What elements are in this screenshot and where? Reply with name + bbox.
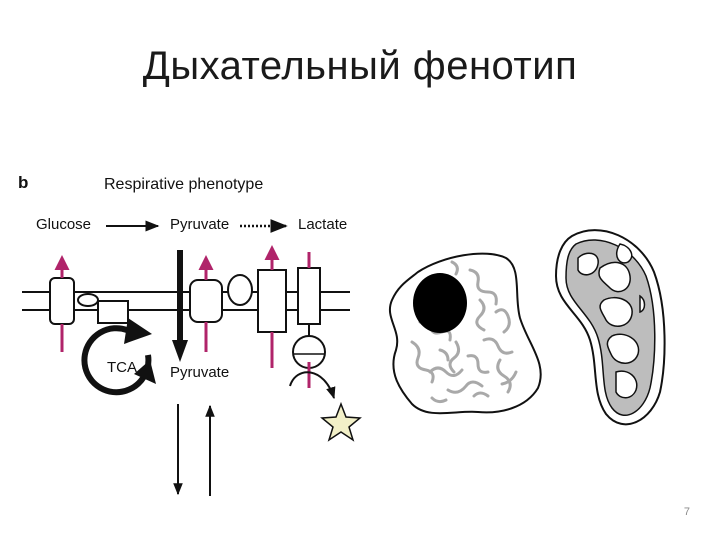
- nucleus: [413, 273, 467, 333]
- star-icon: [320, 401, 362, 442]
- tca-cycle: TCA: [81, 318, 156, 396]
- transporter-three: [257, 269, 287, 333]
- diagram-heading: Respirative phenotype: [104, 176, 263, 193]
- glucose-label: Glucose: [36, 216, 91, 233]
- cell-outline: [389, 252, 542, 415]
- curved-arrow-to-star: [289, 371, 336, 400]
- cell-membrane: [22, 291, 350, 311]
- membrane-oval-large: [227, 274, 253, 306]
- panel-label: b: [18, 173, 28, 192]
- pyruvate-top-label: Pyruvate: [170, 216, 229, 233]
- mitochondrion-illustration: [554, 229, 666, 426]
- membrane-box-small: [97, 300, 129, 324]
- pyruvate-large-arrow-head: [172, 340, 188, 362]
- lactate-label: Lactate: [298, 216, 347, 233]
- lactate-transporter: [297, 267, 321, 325]
- membrane-oval-small: [77, 293, 99, 307]
- mitochondrion-matrix: [565, 239, 656, 417]
- slide-title: Дыхательный фенотип: [142, 44, 578, 88]
- pyruvate-bottom-label: Pyruvate: [170, 364, 229, 381]
- mitochondrion-cristae: [577, 243, 646, 399]
- cell-illustration: [389, 252, 542, 415]
- glucose-transporter: [49, 277, 75, 325]
- page-number: 7: [683, 506, 690, 518]
- tca-label: TCA: [107, 359, 137, 376]
- pyruvate-transporter: [189, 279, 223, 323]
